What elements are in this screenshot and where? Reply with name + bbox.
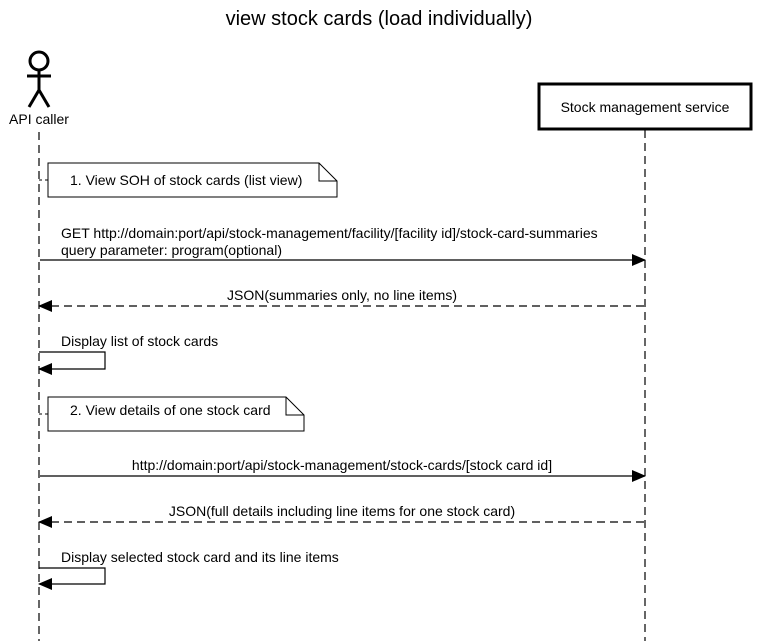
note-2-text: 2. View details of one stock card xyxy=(70,402,271,418)
diagram-title: view stock cards (load individually) xyxy=(226,8,533,30)
message-display-list-label: Display list of stock cards xyxy=(61,333,218,349)
message-json-summaries-label: JSON(summaries only, no line items) xyxy=(227,287,457,303)
note-1-text: 1. View SOH of stock cards (list view) xyxy=(70,172,302,188)
message-display-list: Display list of stock cards xyxy=(38,333,218,375)
note-1: 1. View SOH of stock cards (list view) xyxy=(39,162,338,198)
participant-api-caller-label: API caller xyxy=(9,111,69,127)
message-json-details-label: JSON(full details including line items f… xyxy=(169,503,515,519)
self-message-arrow xyxy=(38,351,106,375)
message-json-summaries: JSON(summaries only, no line items) xyxy=(38,287,644,312)
message-get-stock-card: http://domain:port/api/stock-management/… xyxy=(40,457,646,482)
message-display-selected: Display selected stock card and its line… xyxy=(38,549,339,590)
actor-icon xyxy=(27,50,51,108)
message-get-summaries: GET http://domain:port/api/stock-managem… xyxy=(40,225,646,266)
message-json-details: JSON(full details including line items f… xyxy=(38,503,644,528)
message-get-summaries-line1: GET http://domain:port/api/stock-managem… xyxy=(61,225,598,241)
message-get-summaries-line2: query parameter: program(optional) xyxy=(61,242,282,258)
note-2: 2. View details of one stock card xyxy=(39,396,305,432)
participant-stock-service-box xyxy=(537,82,753,131)
message-get-stock-card-label: http://domain:port/api/stock-management/… xyxy=(132,457,552,473)
participant-stock-service-label: Stock management service xyxy=(561,99,730,115)
self-message-arrow xyxy=(38,567,106,590)
message-display-selected-label: Display selected stock card and its line… xyxy=(61,549,339,565)
